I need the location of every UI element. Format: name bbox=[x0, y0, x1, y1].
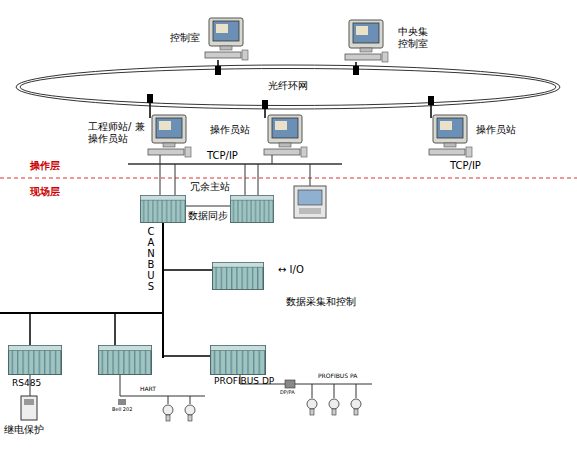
diagram-label: CAN BUS bbox=[146, 226, 156, 292]
diagram-label: TCP/IP bbox=[207, 150, 238, 162]
diagram-label: 继电保护 bbox=[4, 424, 44, 436]
diagram-label: 操作层 bbox=[30, 160, 60, 172]
diagram-label: 控制室 bbox=[170, 32, 200, 44]
diagram-label: 光纤环网 bbox=[268, 80, 308, 92]
diagram-label: TCP/IP bbox=[450, 160, 481, 172]
diagram-label: 工程师站/ 兼操作员站 bbox=[88, 121, 150, 145]
diagram-label: 数据采集和控制 bbox=[286, 296, 356, 308]
diagram-label: PROFIBUS DP bbox=[214, 376, 274, 387]
diagram-label: ↔ I/O bbox=[278, 264, 304, 276]
diagram-label: 冗余主站 bbox=[190, 181, 230, 193]
diagram-label: 中央集 控制室 bbox=[398, 26, 432, 50]
diagram-label: RS485 bbox=[12, 378, 41, 389]
diagram-label: 操作员站 bbox=[476, 124, 516, 136]
diagram-label: 数据同步 bbox=[188, 210, 228, 222]
diagram-label: Bell 202 bbox=[112, 406, 132, 412]
diagram-label: 操作员站 bbox=[210, 124, 250, 136]
diagram-label: PROFIBUS PA bbox=[318, 372, 357, 379]
diagram-label: DP/PA bbox=[280, 389, 295, 395]
diagram-label: 现场层 bbox=[30, 186, 60, 198]
diagram-label: HART bbox=[140, 385, 156, 392]
